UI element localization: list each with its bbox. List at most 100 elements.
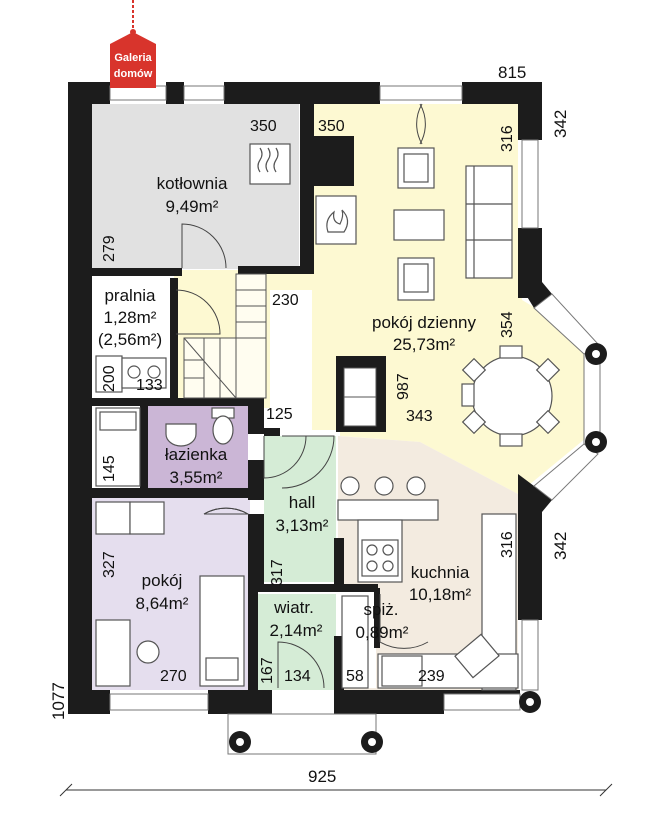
dim-350-boiler: 350	[250, 118, 277, 135]
wall-kitchen-left-b	[334, 636, 344, 690]
windows	[109, 85, 601, 755]
dim-354: 354	[499, 311, 516, 338]
room-name-bath: łazienka	[165, 445, 228, 464]
bar-stool-1	[340, 476, 360, 496]
wardrobe-top-a	[95, 501, 131, 535]
dim-145: 145	[101, 455, 118, 482]
dim-815: 815	[498, 63, 526, 82]
wall-bottom-right	[444, 690, 520, 694]
wall-boiler-bottom-a	[92, 268, 182, 276]
room-area-hall: 3,13m²	[276, 516, 329, 535]
kitchen-sink	[454, 633, 500, 679]
dimension-labels: 815 342 350 350 316 279 230 354 987 343 …	[49, 63, 570, 786]
room-name-kitchen: kuchnia	[411, 563, 470, 582]
wall-bottom-mid-b	[334, 690, 444, 714]
room-name-vestibule: wiatr.	[273, 598, 314, 617]
wall-bedroom-right-b	[248, 584, 258, 690]
room-area-laundry: 1,28m²	[104, 308, 157, 327]
window-top-mid	[183, 85, 225, 101]
wardrobe-top-b	[129, 501, 165, 535]
dim-343: 343	[406, 408, 433, 425]
fireplace	[315, 195, 357, 245]
wall-bath-left	[140, 404, 148, 490]
wall-boiler-right	[300, 104, 314, 270]
dim-925: 925	[308, 767, 336, 786]
dim-134: 134	[284, 668, 311, 685]
furniture	[95, 143, 561, 691]
room-area2-laundry: (2,56m²)	[98, 330, 162, 349]
window-bay-bottom	[533, 443, 599, 501]
room-name-boiler: kotłownia	[157, 174, 228, 193]
heating-icon	[257, 147, 279, 173]
room-area-vestibule: 2,14m²	[270, 621, 323, 640]
dim-1077: 1077	[49, 682, 68, 720]
wall-top-mid-c	[312, 82, 380, 104]
window-top-living	[379, 85, 463, 101]
door-hall-living	[281, 435, 335, 489]
wall-boiler-bottom-b	[238, 266, 314, 274]
wall-vest-top	[256, 584, 340, 592]
room-area-living: 25,73m²	[393, 335, 456, 354]
desk	[95, 619, 131, 687]
chair-s	[499, 433, 523, 447]
dim-350-living: 350	[318, 118, 345, 135]
wall-top-mid-b	[224, 82, 312, 104]
door-bath	[263, 435, 307, 479]
chair-n	[499, 345, 523, 359]
room-name-hall: hall	[289, 493, 315, 512]
stove	[361, 539, 399, 577]
room-name-laundry: pralnia	[104, 286, 156, 305]
kitchen-counter-top	[337, 499, 439, 521]
wall-right-upper	[518, 82, 542, 140]
pantry-shelf	[341, 595, 369, 689]
logo-line-1: Galeria	[114, 52, 152, 64]
wall-chimney	[312, 136, 354, 186]
dim-200: 200	[101, 365, 118, 392]
wall-bath-bottom	[92, 488, 264, 498]
room-area-boiler: 9,49m²	[166, 197, 219, 216]
dim-167: 167	[259, 657, 276, 684]
boiler-room-floor	[92, 104, 299, 269]
doors	[175, 103, 429, 689]
wall-left	[68, 82, 92, 714]
laundry-machine-1	[95, 355, 123, 393]
wall-bottom-mid-a	[208, 690, 272, 714]
wall-right-lower	[518, 494, 542, 620]
dim-133: 133	[136, 377, 163, 394]
wall-kitchen-left-a	[334, 538, 344, 588]
dim-317: 317	[269, 559, 286, 586]
logo-line-2: domów	[114, 68, 153, 80]
room-name-living: pokój dzienny	[372, 313, 476, 332]
wall-mid-horizontal	[92, 398, 264, 406]
wall-pantry-mid	[374, 588, 380, 648]
dim-327: 327	[101, 551, 118, 578]
dim-239: 239	[418, 668, 445, 685]
sofa-right	[465, 165, 513, 279]
window-bay-right	[583, 353, 601, 445]
door-terrace-l	[419, 103, 426, 145]
chair-nw	[461, 357, 487, 383]
staircase	[183, 273, 267, 399]
room-labels: kotłownia 9,49m² pralnia 1,28m² (2,56m²)…	[98, 174, 477, 642]
window-right-lower	[521, 619, 539, 691]
entrance-step	[227, 713, 377, 755]
dim-342-top: 342	[551, 110, 570, 138]
dim-342-bottom: 342	[551, 532, 570, 560]
door-pralnia	[175, 289, 221, 335]
wall-top-mid-a	[166, 82, 184, 104]
dim-987: 987	[395, 373, 412, 400]
wall-pantry-top	[338, 584, 378, 592]
room-area-bath: 3,55m²	[170, 468, 223, 487]
boiler-unit	[249, 143, 291, 185]
room-area-bedroom: 8,64m²	[136, 594, 189, 613]
dim-270: 270	[160, 668, 187, 685]
chair-w	[461, 383, 475, 407]
dim-316-top: 316	[499, 125, 516, 152]
window-top-boiler	[109, 85, 167, 101]
bath-sink	[165, 423, 197, 447]
door-bedroom-arc	[203, 507, 249, 515]
wall-top-left	[68, 82, 110, 104]
galeria-domow-logo: Galeria domów	[110, 0, 156, 88]
dim-58: 58	[346, 668, 364, 685]
